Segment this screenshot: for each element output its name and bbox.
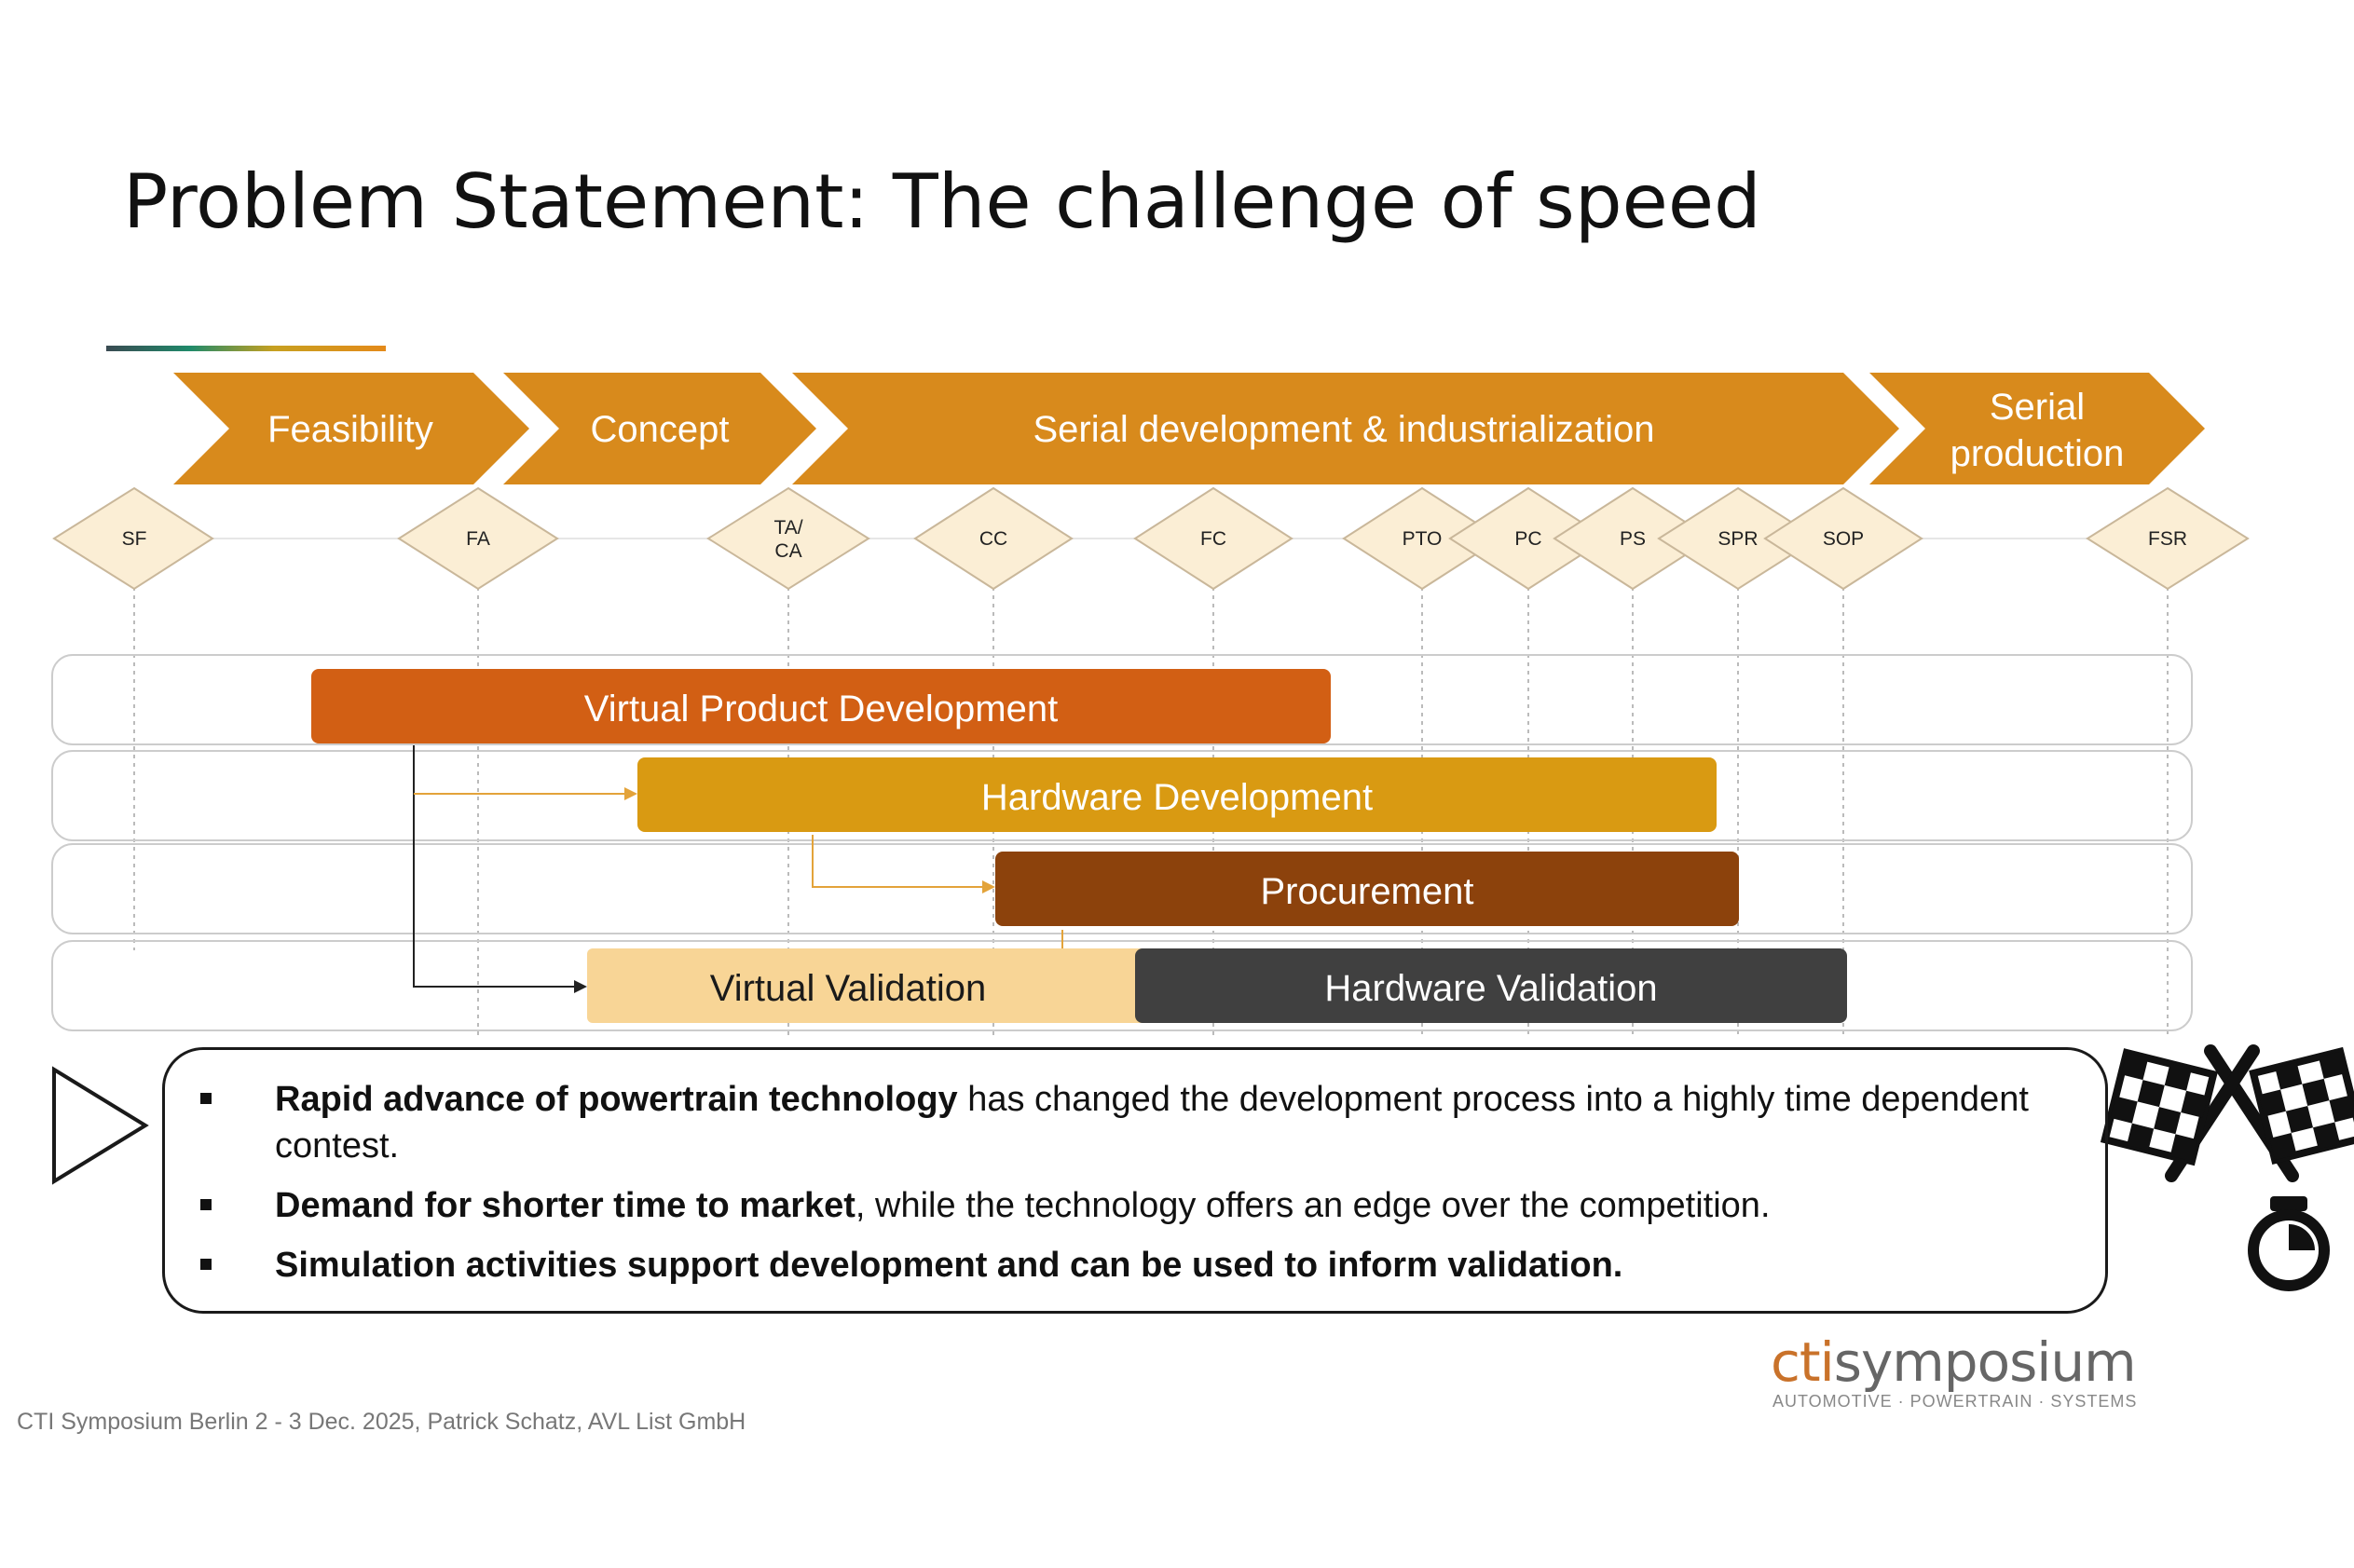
phase-serial-development	[792, 373, 1899, 484]
arrowhead-vv	[574, 980, 587, 993]
milestone-label-cc: CC	[979, 528, 1007, 550]
milestone-labels: SF FA TA/ CA CC FC PTO PC PS SPR SOP FSR	[122, 517, 2187, 562]
cti-symposium-logo: ctisymposium AUTOMOTIVE · POWERTRAIN · S…	[1771, 1330, 2137, 1414]
milestone-label-ca: CA	[774, 540, 801, 562]
milestones	[52, 486, 2250, 591]
milestone-fsr	[2086, 486, 2250, 591]
milestone-label-fc: FC	[1200, 528, 1226, 550]
milestone-pto	[1342, 486, 1502, 591]
milestone-fa	[397, 486, 559, 591]
milestone-sop	[1763, 486, 1923, 591]
milestone-label-pto: PTO	[1403, 528, 1443, 550]
arrow-vpd-to-vv	[413, 745, 578, 988]
bullet-box: Rapid advance of powertrain technology h…	[162, 1047, 2108, 1314]
stopwatch-icon	[2248, 1196, 2330, 1291]
logo-tagline: AUTOMOTIVE · POWERTRAIN · SYSTEMS	[1772, 1392, 2138, 1411]
phase-serial-production	[1869, 373, 2205, 484]
bullet-item-1: Rapid advance of powertrain technology h…	[200, 1076, 2073, 1169]
phase-label-feasibility: Feasibility	[267, 409, 433, 450]
title-accent-line	[106, 346, 386, 351]
bullet-2-text: , while the technology offers an edge ov…	[855, 1186, 1771, 1225]
phase-label-serial-production-2: production	[1950, 433, 2125, 474]
bullet-marker-icon	[200, 1093, 212, 1104]
bullet-2-bold: Demand for shorter time to market	[275, 1186, 855, 1225]
phase-concept	[503, 373, 816, 484]
bar-virtual-product-development	[311, 669, 1331, 743]
milestone-label-ps: PS	[1620, 528, 1646, 550]
milestone-label-fa: FA	[466, 528, 490, 550]
bar-label-virtual-validation: Virtual Validation	[710, 968, 986, 1009]
arrowhead-hwdev	[624, 787, 637, 800]
milestone-label-spr: SPR	[1718, 528, 1758, 550]
bar-label-hardware-development: Hardware Development	[981, 777, 1373, 818]
bullet-1-text: has changed the development process into…	[275, 1080, 2029, 1166]
page-title: Problem Statement: The challenge of spee…	[123, 158, 1761, 245]
checkered-flags-icon	[2100, 1044, 2354, 1182]
milestone-label-sf: SF	[122, 528, 147, 550]
milestone-label-fsr: FSR	[2148, 528, 2187, 550]
bar-label-hardware-validation: Hardware Validation	[1324, 968, 1657, 1009]
bar-hardware-development	[637, 757, 1717, 832]
phase-label-concept: Concept	[591, 409, 730, 450]
phase-feasibility	[173, 373, 529, 484]
activity-bars: Virtual Product Development Hardware Dev…	[311, 669, 1847, 1023]
bar-virtual-validation	[587, 948, 1146, 1023]
bullet-item-2: Demand for shorter time to market, while…	[200, 1182, 2073, 1229]
bullet-item-3: Simulation activities support developmen…	[200, 1242, 2073, 1288]
milestone-cc	[913, 486, 1074, 591]
milestone-sf	[52, 486, 214, 591]
bullet-marker-icon	[200, 1199, 212, 1210]
phase-label-serial-production-1: Serial	[1990, 387, 2085, 428]
bullet-3-bold: Simulation activities support developmen…	[275, 1246, 1623, 1285]
bullet-marker-icon	[200, 1259, 212, 1270]
logo-name: symposium	[1833, 1330, 2137, 1394]
bar-procurement	[995, 852, 1739, 926]
milestone-fc	[1133, 486, 1293, 591]
milestone-label-sop: SOP	[1823, 528, 1864, 550]
arrowhead-proc	[982, 880, 995, 893]
play-triangle-icon	[52, 1066, 149, 1185]
phase-label-serial-development: Serial development & industrialization	[1033, 409, 1654, 450]
logo-prefix: cti	[1771, 1330, 1835, 1394]
footer-text: CTI Symposium Berlin 2 - 3 Dec. 2025, Pa…	[17, 1409, 746, 1435]
bar-label-procurement: Procurement	[1261, 871, 1474, 912]
bar-hardware-validation	[1135, 948, 1847, 1023]
bullet-1-bold: Rapid advance of powertrain technology	[275, 1080, 958, 1119]
arrow-hwdev-to-proc	[812, 835, 986, 888]
milestone-ta-ca	[706, 486, 870, 591]
phase-chevrons: Feasibility Concept Serial development &…	[173, 373, 2205, 484]
bar-label-virtual-product-development: Virtual Product Development	[584, 689, 1058, 729]
milestone-label-pc: PC	[1514, 528, 1541, 550]
lane-rows	[51, 654, 2193, 1031]
logo-wordmark: ctisymposium	[1771, 1330, 2137, 1394]
milestone-label-ta: TA/	[773, 517, 802, 539]
